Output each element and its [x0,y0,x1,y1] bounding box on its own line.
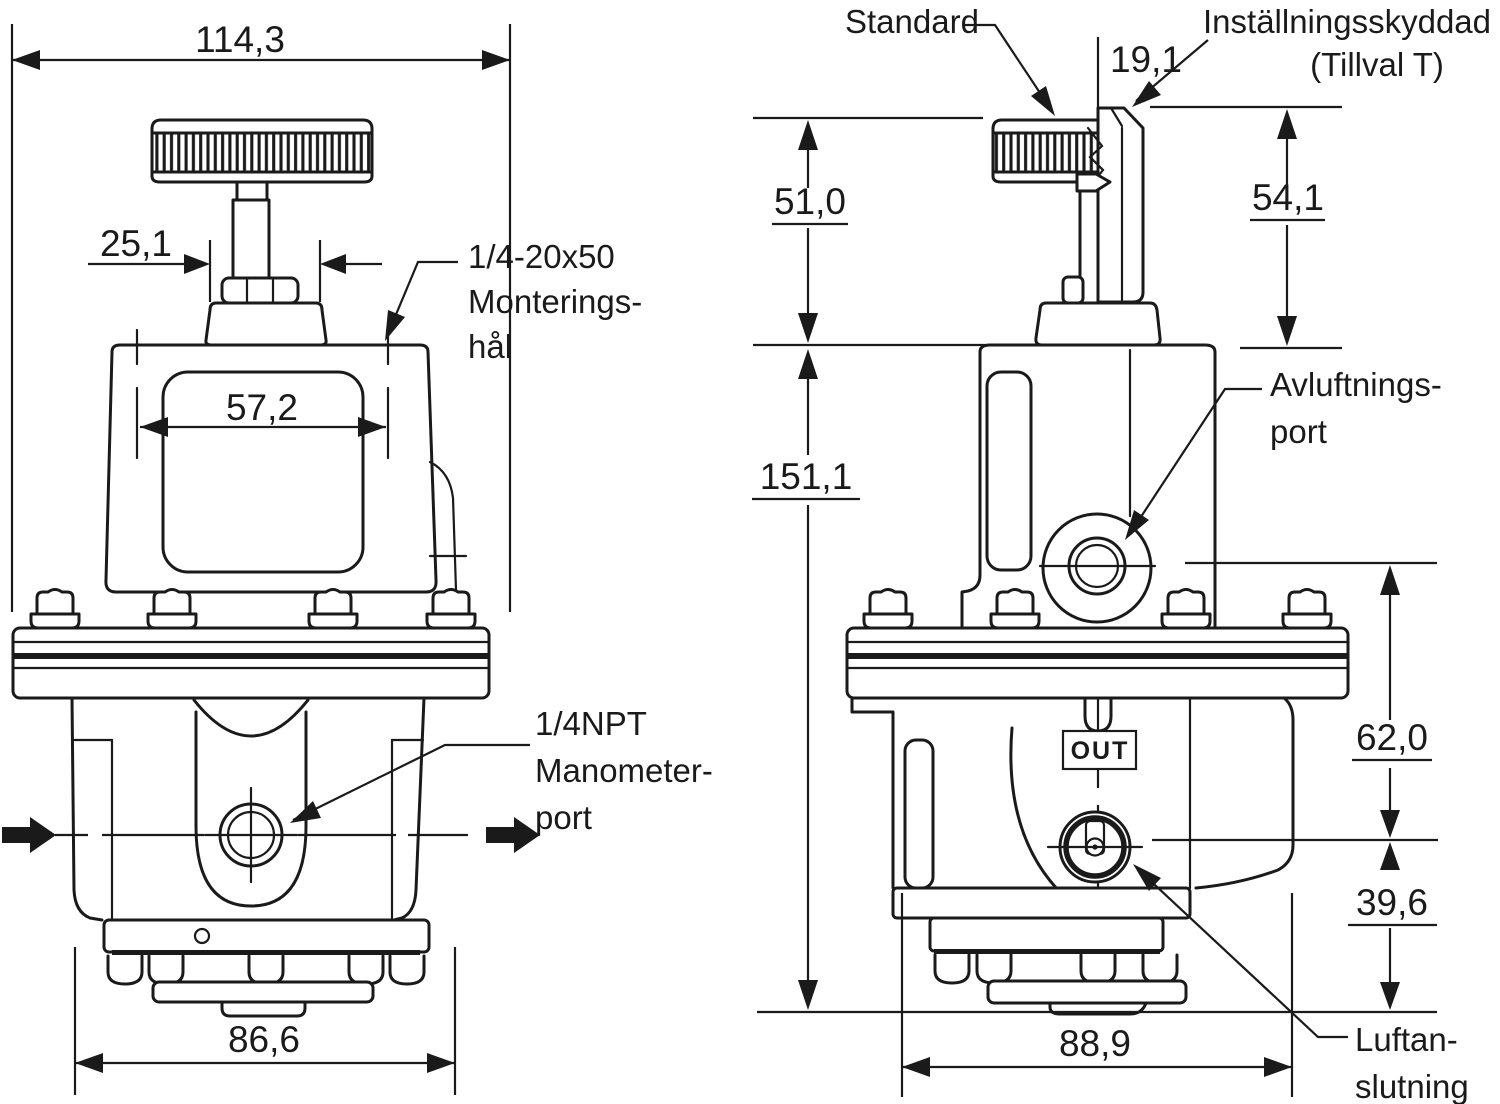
front-view: 114,3 25,1 57,2 86,6 [2,19,713,1095]
dim-total-width-label: 114,3 [195,19,285,60]
diaphragm-flange-side [845,626,1350,700]
tamper-proof-label-1: Inställningsskyddad [1203,3,1491,40]
dim-knob-height: 51,0 [753,116,985,347]
dim-total-height-label: 151,1 [760,456,853,497]
adjustment-knob-front [150,118,374,184]
flange-bolts-side [862,588,1333,630]
gauge-port-callout: 1/4NPT Manometer- port [290,705,713,836]
dim-tamper-cap-height: 54,1 [1150,105,1342,350]
valve-body-side: OUT [850,696,1295,1016]
dim-tamper-cap-height-label: 54,1 [1252,177,1324,218]
dim-base-width-front: 86,6 [73,947,457,1095]
out-marking-label: OUT [1071,737,1130,765]
dim-knob-height-label: 51,0 [774,181,846,222]
air-connection-label-2: slutning [1355,1068,1469,1104]
gauge-port-front [203,786,299,884]
dim-total-height: 151,1 [752,349,1437,1014]
vent-port-label-2: port [1270,413,1327,450]
flange-bolts-front [29,588,477,630]
valve-body-front [55,696,468,922]
out-marking: OUT [1061,729,1138,771]
dim-bonnet-width-label: 25,1 [100,223,172,264]
standard-label: Standard [845,3,979,40]
dim-out-to-base: 39,6 [1348,882,1437,1010]
spring-housing-front [104,328,468,594]
gauge-port-label-1: 1/4NPT [535,705,647,742]
dim-housing-width: 57,2 [140,387,386,437]
mounting-hole-callout: 1/4-20x50 Monterings- hål [385,238,642,365]
flow-out-arrow [486,817,540,853]
vent-port-callout: Avluftnings- port [1125,366,1442,540]
dim-base-width-front-label: 86,6 [228,1019,300,1060]
dim-total-width: 114,3 [10,19,512,612]
vent-port-label-1: Avluftnings- [1270,366,1442,403]
dim-bonnet-width: 25,1 [88,223,382,302]
standard-callout: Standard [845,3,1055,116]
dim-vent-to-out: 62,0 [1152,561,1438,870]
dim-housing-width-label: 57,2 [226,387,298,428]
bottom-bolts-front [106,954,426,986]
adjustment-stem-side [1034,189,1162,347]
mounting-hole-label-1: 1/4-20x50 [468,238,615,275]
dim-out-to-base-label: 39,6 [1356,882,1428,923]
tamper-proof-label-2: (Tillval T) [1310,46,1444,83]
diaphragm-flange-front [11,626,491,700]
flow-in-arrow [2,817,56,853]
mounting-hole-label-2: Monterings- [468,283,642,320]
air-connection-callout: Luftan- slutning [1133,864,1469,1104]
bottom-housing-front [102,918,431,1018]
air-connection-port [1046,810,1144,884]
dim-base-width-side: 88,9 [900,893,1294,1097]
dim-base-width-side-label: 88,9 [1059,1023,1131,1064]
gauge-port-label-2: Manometer- [535,752,713,789]
spring-housing-side [960,343,1217,630]
mounting-hole-label-3: hål [468,328,512,365]
air-connection-label-1: Luftan- [1355,1021,1458,1058]
adjustment-stem-front [204,180,328,347]
gauge-port-label-3: port [535,799,592,836]
tamper-cap-side [1096,106,1145,304]
adjustment-knob-side [991,118,1112,193]
tamper-proof-callout: Inställningsskyddad (Tillval T) 19,1 [1110,3,1491,107]
dim-cap-width-label: 19,1 [1110,39,1182,80]
dim-vent-to-out-label: 62,0 [1356,717,1428,758]
bottom-bolts-side [933,953,1179,985]
side-view: OUT Standard Inställningsskyddad (Tillva [752,3,1491,1104]
vent-port [1038,536,1157,596]
